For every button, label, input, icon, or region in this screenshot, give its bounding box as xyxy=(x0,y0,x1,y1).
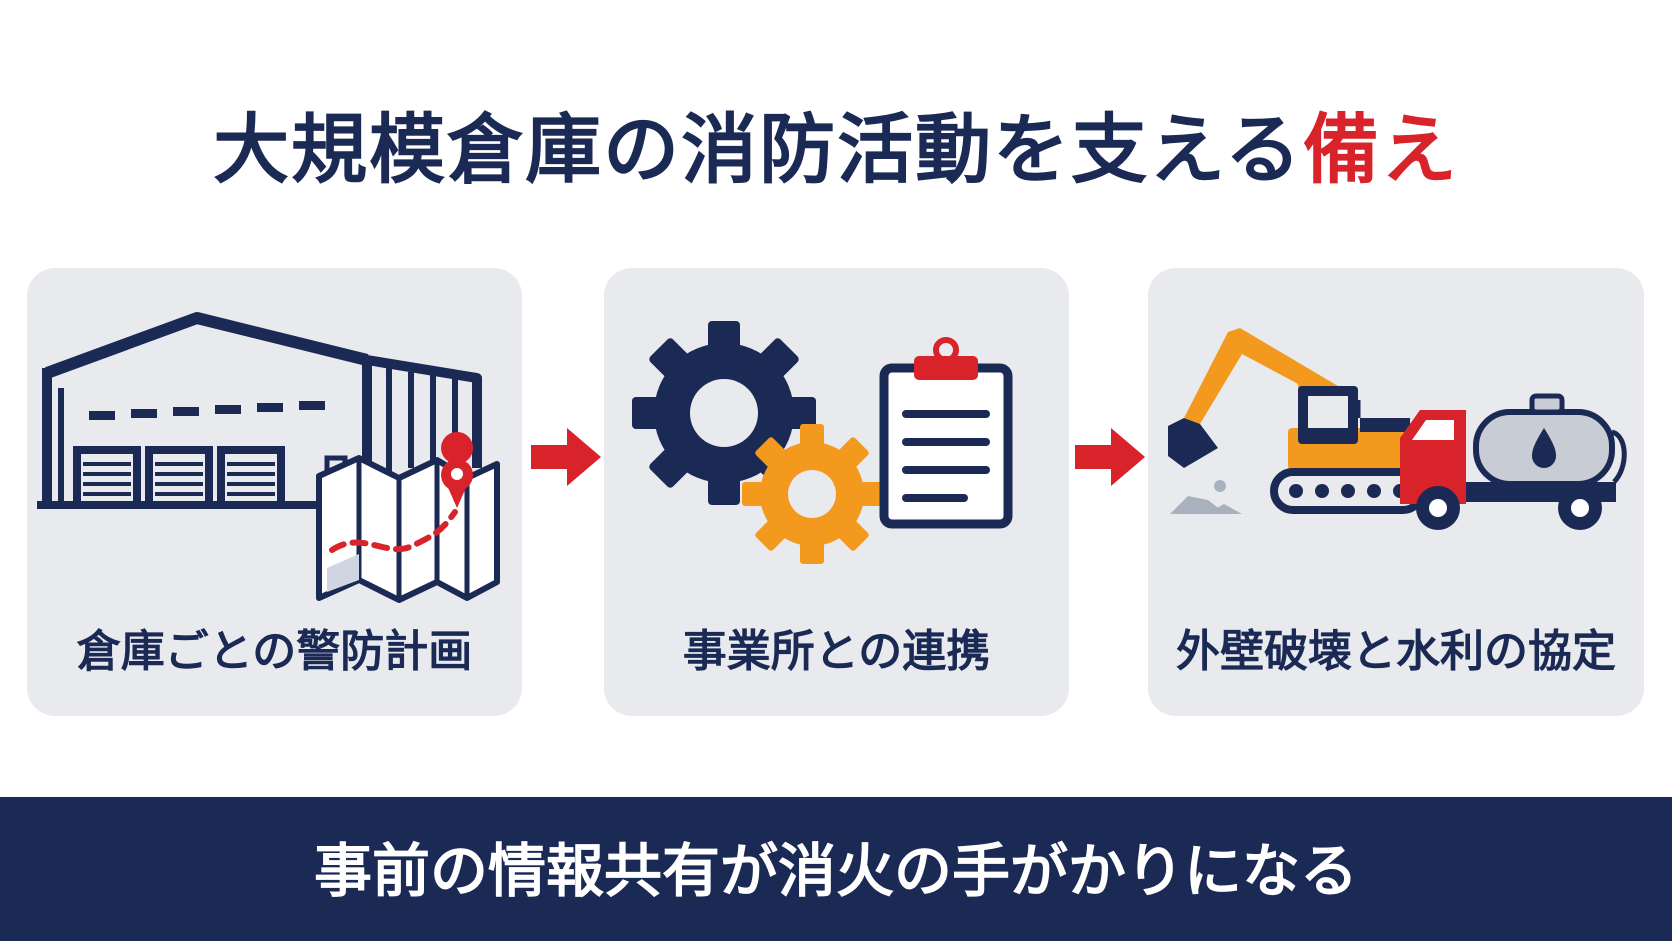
summary-banner xyxy=(0,797,1672,941)
gears-clipboard-icon xyxy=(632,321,1013,564)
title-main: 大規模倉庫の消防活動を支える xyxy=(213,105,1303,194)
arrow-right-icon xyxy=(1075,428,1145,486)
title-accent: 備え xyxy=(1302,105,1459,194)
warehouse-map-icon xyxy=(37,312,500,603)
step-label-agreements: 外壁破壊と水利の協定 xyxy=(1176,626,1616,677)
step-card-cooperation: 事業所との連携 xyxy=(604,268,1069,716)
step-card-warehouse-plan: 倉庫ごとの警防計画 xyxy=(27,268,522,716)
summary-banner-text: 事前の情報共有が消火の手がかりになる xyxy=(313,837,1358,905)
page-title: 大規模倉庫の消防活動を支える備え xyxy=(0,112,1672,188)
arrow-right-icon xyxy=(531,428,601,486)
clipboard-icon xyxy=(879,337,1013,529)
step-card-agreements: 外壁破壊と水利の協定 xyxy=(1148,268,1644,716)
excavator-icon xyxy=(1168,328,1426,514)
step-label-warehouse-plan: 倉庫ごとの警防計画 xyxy=(76,626,473,677)
gear-icon xyxy=(742,424,882,564)
excavator-tanker-icon xyxy=(1168,328,1627,530)
water-tanker-icon xyxy=(1400,393,1627,530)
step-label-cooperation: 事業所との連携 xyxy=(682,626,991,677)
map-icon xyxy=(316,432,500,603)
